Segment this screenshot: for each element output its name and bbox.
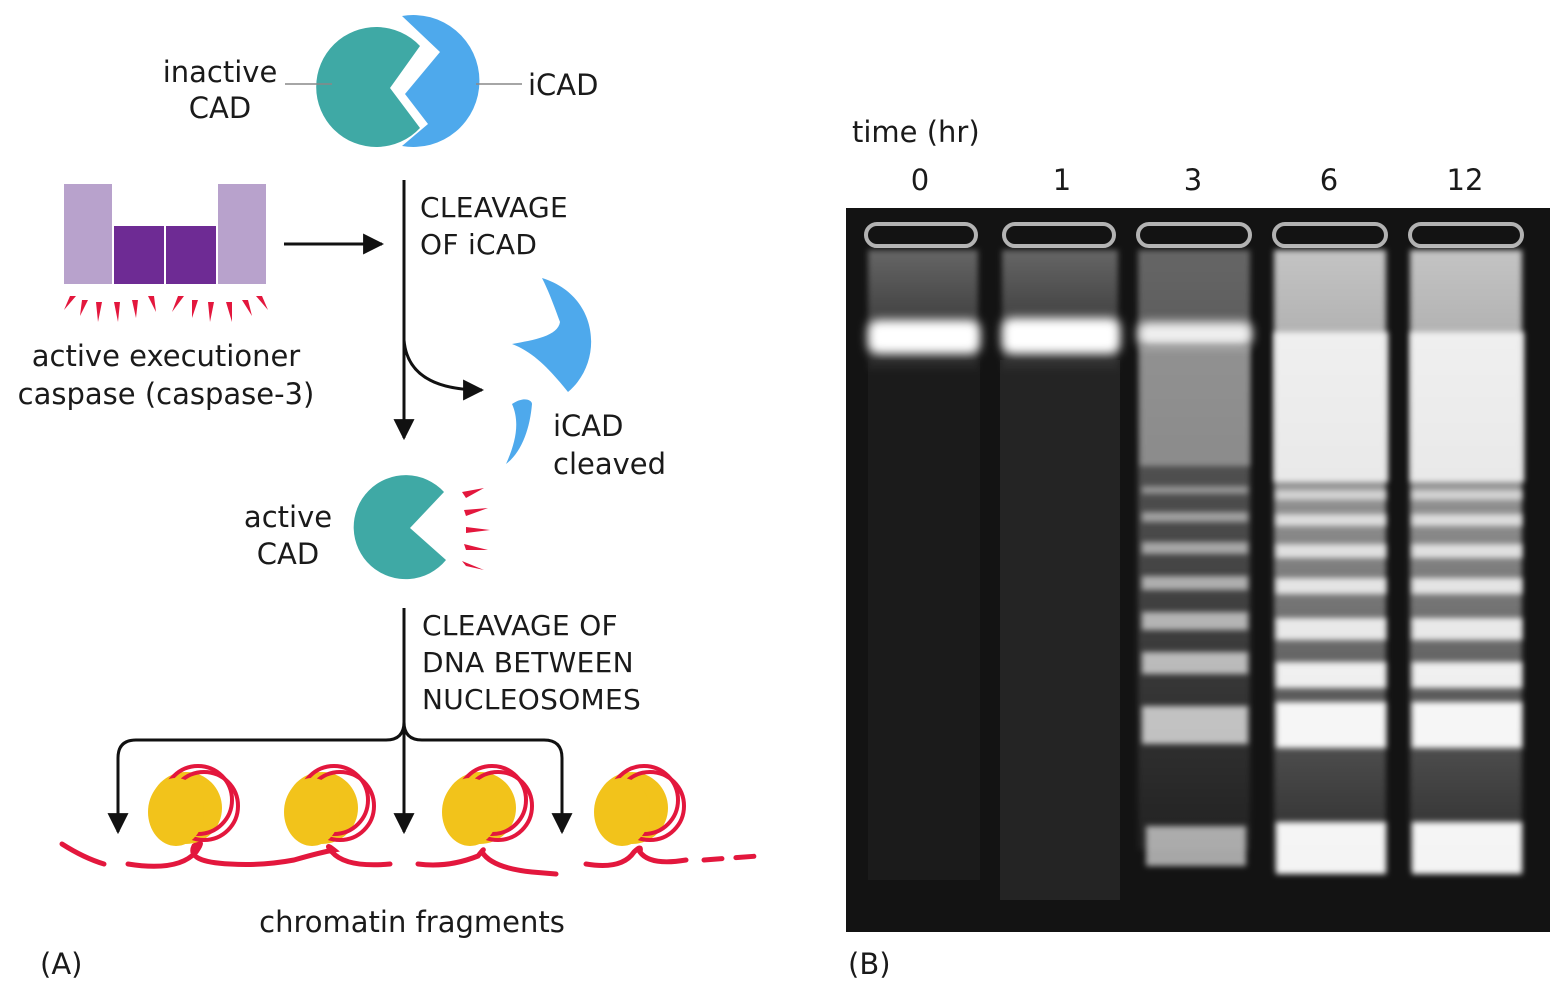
chromatin-fiber bbox=[59, 840, 761, 877]
icad-release-arrow bbox=[402, 339, 485, 401]
active-cad-shape bbox=[353, 475, 446, 580]
step1-caption-line1: CLEAVAGE bbox=[420, 191, 568, 224]
inactive-cad-label-line1: inactive bbox=[163, 55, 278, 89]
panel-b: time (hr) 0 1 3 6 12 bbox=[846, 115, 1550, 981]
gel-wells bbox=[864, 222, 1524, 248]
active-site-spikes bbox=[64, 296, 268, 322]
panel-a-label: (A) bbox=[40, 947, 82, 981]
icad-cleaved-large-fragment bbox=[512, 278, 592, 392]
lane-label-12: 12 bbox=[1447, 163, 1484, 197]
agarose-gel-image bbox=[846, 208, 1550, 932]
gel-lane-3 bbox=[1138, 250, 1252, 866]
lane-label-0: 0 bbox=[911, 163, 929, 197]
step1-caption-line2: OF iCAD bbox=[420, 228, 537, 261]
step2-caption-line2: DNA BETWEEN bbox=[422, 646, 634, 679]
caspase-label-line2: caspase (caspase-3) bbox=[18, 377, 315, 411]
gel-lane-12 bbox=[1410, 250, 1524, 874]
lane-label-3: 3 bbox=[1184, 163, 1202, 197]
nucleosome-1 bbox=[148, 764, 240, 846]
inactive-cad-complex bbox=[285, 15, 522, 147]
active-cad-site-spikes bbox=[462, 488, 490, 570]
chromatin-fragments-label: chromatin fragments bbox=[259, 905, 565, 939]
caspase-3-icon bbox=[64, 184, 268, 322]
nucleosome-4 bbox=[594, 764, 686, 846]
nucleosome-2 bbox=[284, 764, 376, 846]
inactive-cad-shape bbox=[316, 27, 420, 147]
gel-axis-title: time (hr) bbox=[852, 115, 980, 149]
lane-label-6: 6 bbox=[1320, 163, 1338, 197]
caspase-label-line1: active executioner bbox=[32, 339, 301, 373]
active-cad-label-line1: active bbox=[244, 500, 332, 534]
icad-crescent-shape bbox=[402, 15, 480, 147]
step2-caption-line1: CLEAVAGE OF bbox=[422, 609, 618, 642]
nucleosome-3 bbox=[442, 764, 534, 846]
icad-cleaved-small-fragment bbox=[506, 399, 532, 464]
dna-cleavage-left-branch bbox=[107, 721, 406, 835]
gel-lane-0 bbox=[868, 250, 980, 880]
icad-cleaved-label-line1: iCAD bbox=[553, 409, 623, 443]
step2-caption-line3: NUCLEOSOMES bbox=[422, 683, 641, 716]
icad-label: iCAD bbox=[528, 68, 598, 102]
gel-lane-6 bbox=[1274, 250, 1388, 874]
lane-label-1: 1 bbox=[1053, 163, 1071, 197]
active-cad-label-line2: CAD bbox=[257, 537, 319, 571]
inactive-cad-label-line2: CAD bbox=[189, 91, 251, 125]
gel-lane-1 bbox=[1000, 250, 1120, 900]
panel-b-label: (B) bbox=[848, 947, 891, 981]
icad-cleaved-label-line2: cleaved bbox=[553, 447, 666, 481]
dna-cleavage-right-branch bbox=[402, 721, 573, 835]
panel-a: inactive CAD iCAD acti bbox=[18, 15, 761, 981]
